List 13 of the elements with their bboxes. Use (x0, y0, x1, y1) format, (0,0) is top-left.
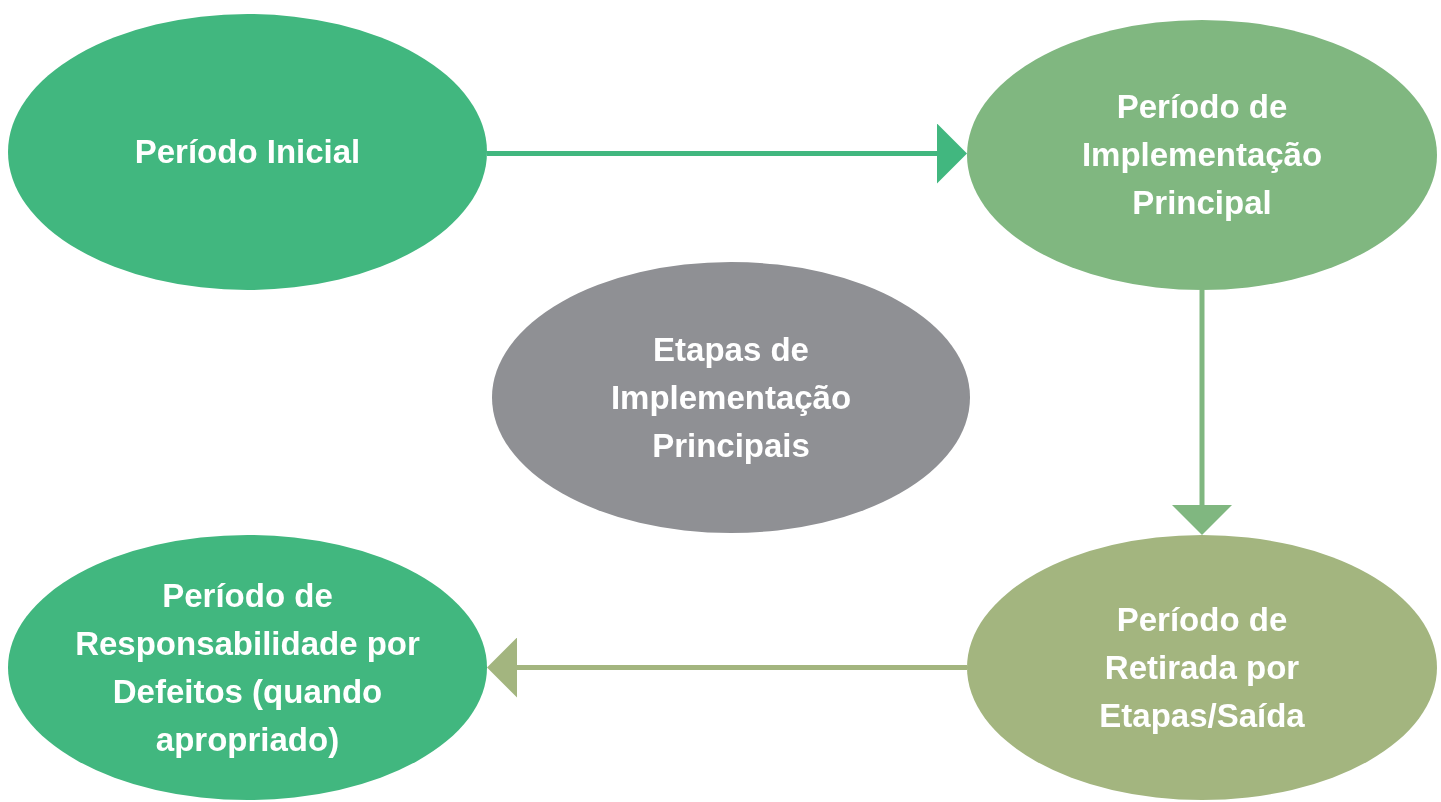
arrow (487, 123, 967, 184)
node-label: Período Inicial (133, 132, 362, 172)
arrow (1172, 290, 1232, 535)
process-ellipse (8, 14, 487, 290)
node-label: Período de Implementação Principal (1080, 87, 1324, 223)
process-ellipse (8, 535, 487, 800)
arrow (487, 637, 967, 698)
process-ellipse (967, 20, 1437, 290)
node-label: Período de Responsabilidade por Defeitos (quando apropriado) (74, 575, 421, 760)
node-label: Período de Retirada por Etapas/Saída (1098, 599, 1306, 736)
node-label: Etapas de Implementação Principais (609, 329, 853, 466)
process-ellipse (492, 262, 970, 533)
process-ellipse (967, 535, 1437, 800)
